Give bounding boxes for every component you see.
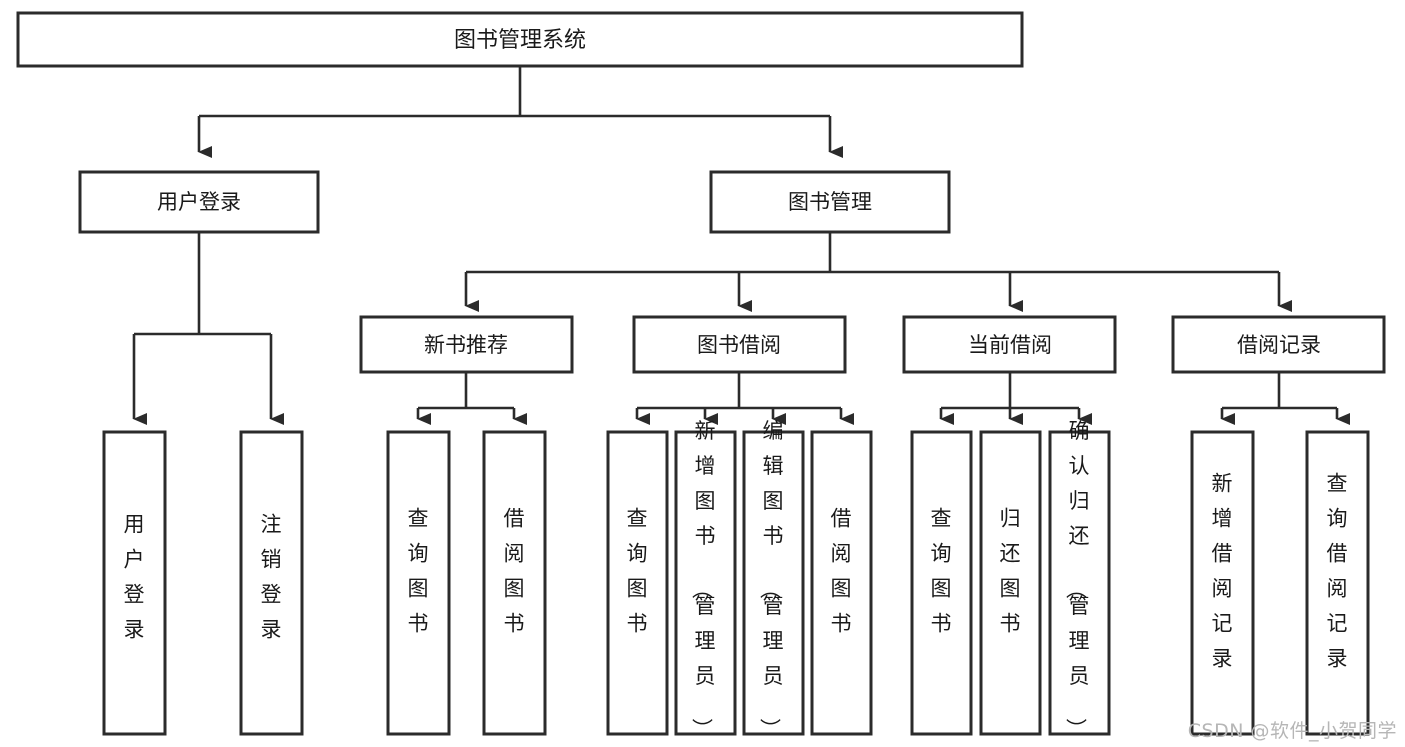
leaf-confirm-return-label: 确认归还（管理员） xyxy=(1064,419,1090,739)
node-book-borrow[interactable]: 图书借阅 xyxy=(632,315,847,374)
connector-group-book-manage xyxy=(464,233,1292,312)
leaf-node[interactable] xyxy=(482,430,547,736)
leaf-node[interactable] xyxy=(1190,430,1255,736)
leaf-return-book-label: 归还图书 xyxy=(1000,507,1021,636)
node-book-borrow-label: 图书借阅 xyxy=(697,333,781,357)
leaf-add-book-box[interactable] xyxy=(674,430,737,736)
node-book-manage[interactable]: 图书管理 xyxy=(709,170,951,234)
leaf-edit-book-box[interactable] xyxy=(742,430,805,736)
leaf-add-record-label: 新增借阅记录 xyxy=(1212,472,1233,671)
leaf-user-login-box[interactable] xyxy=(102,430,167,736)
leaf-borrow-book-1-box[interactable] xyxy=(482,430,547,736)
leaf-node[interactable] xyxy=(979,430,1042,736)
leaf-add-book-label: 新增图书（管理员） xyxy=(690,419,716,739)
node-current-borrow[interactable]: 当前借阅 xyxy=(902,315,1117,374)
node-book-manage-label: 图书管理 xyxy=(788,190,872,214)
leaf-query-record-label: 查询借阅记录 xyxy=(1327,472,1348,671)
leaf-node[interactable] xyxy=(239,430,304,736)
leaf-query-book-1-box[interactable] xyxy=(386,430,451,736)
node-borrow-record-label: 借阅记录 xyxy=(1237,333,1321,357)
leaf-query-record-box[interactable] xyxy=(1305,430,1370,736)
leaf-user-login-label: 用户登录 xyxy=(124,513,145,642)
leaf-node[interactable] xyxy=(102,430,167,736)
node-new-book-recommend-label: 新书推荐 xyxy=(424,333,508,357)
node-book-borrow-box[interactable] xyxy=(632,315,847,374)
node-current-borrow-label: 当前借阅 xyxy=(968,333,1052,357)
node-current-borrow-box[interactable] xyxy=(902,315,1117,374)
leaf-add-record-box[interactable] xyxy=(1190,430,1255,736)
leaf-node[interactable] xyxy=(742,430,805,736)
leaf-borrow-book-2-label: 借阅图书 xyxy=(831,507,852,636)
connector-group-book-borrow xyxy=(635,373,854,425)
leaf-edit-book-label: 编辑图书（管理员） xyxy=(758,419,784,739)
csdn-watermark: CSDN @软件_小贺同学 xyxy=(1187,720,1397,742)
node-user-login-label: 用户登录 xyxy=(157,190,241,214)
leaf-borrow-book-1-label: 借阅图书 xyxy=(504,507,525,636)
leaf-node[interactable] xyxy=(386,430,451,736)
leaf-logout-login-box[interactable] xyxy=(239,430,304,736)
leaf-text-layer: 用户登录 注销登录 查询图书 借阅图书 查询图书 新增图书（管理员） 编辑图书（… xyxy=(124,419,1348,739)
leaf-node[interactable] xyxy=(1305,430,1370,736)
leaf-node[interactable] xyxy=(674,430,737,736)
connector-group-current-borrow xyxy=(939,373,1092,425)
leaf-borrow-book-2-box[interactable] xyxy=(810,430,873,736)
leaf-node[interactable] xyxy=(910,430,973,736)
leaf-node[interactable] xyxy=(1048,430,1111,736)
node-root-box[interactable] xyxy=(16,11,1024,68)
connector-group-root xyxy=(197,66,843,158)
leaf-query-book-1-label: 查询图书 xyxy=(408,507,429,636)
leaf-query-book-3-label: 查询图书 xyxy=(931,507,952,636)
node-borrow-record[interactable]: 借阅记录 xyxy=(1171,315,1386,374)
connector-group-borrow-record xyxy=(1220,373,1350,425)
leaf-query-book-2-box[interactable] xyxy=(606,430,669,736)
leaf-query-book-2-label: 查询图书 xyxy=(627,507,648,636)
node-borrow-record-box[interactable] xyxy=(1171,315,1386,374)
connector-group-user-login xyxy=(132,233,284,425)
node-user-login[interactable]: 用户登录 xyxy=(78,170,320,234)
leaf-confirm-return-box[interactable] xyxy=(1048,430,1111,736)
leaf-node[interactable] xyxy=(606,430,669,736)
node-root[interactable]: 图书管理系统 xyxy=(16,11,1024,68)
leaf-logout-login-label: 注销登录 xyxy=(261,513,282,642)
leaf-return-book-box[interactable] xyxy=(979,430,1042,736)
node-book-manage-box[interactable] xyxy=(709,170,951,234)
node-new-book-recommend[interactable]: 新书推荐 xyxy=(359,315,574,374)
leaf-query-book-3-box[interactable] xyxy=(910,430,973,736)
node-root-label: 图书管理系统 xyxy=(454,28,586,53)
node-user-login-box[interactable] xyxy=(78,170,320,234)
leaf-node[interactable] xyxy=(810,430,873,736)
connector-group-new-book-recommend xyxy=(416,373,527,425)
node-new-book-recommend-box[interactable] xyxy=(359,315,574,374)
